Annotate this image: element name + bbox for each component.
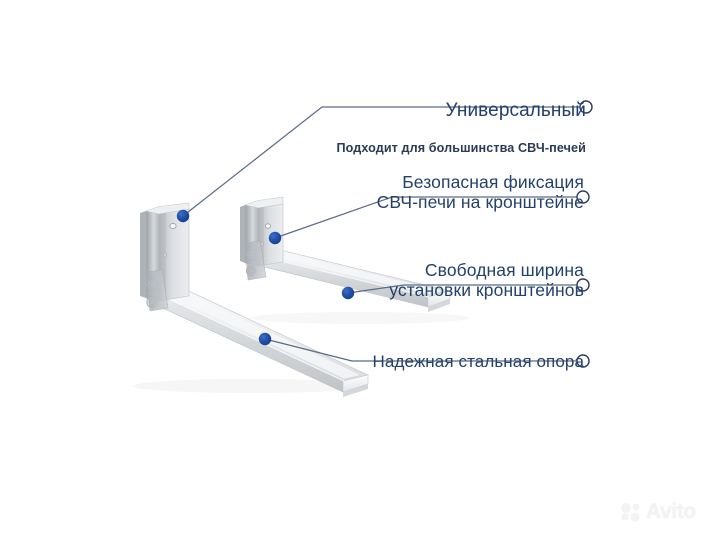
callout-universal: Универсальный Подходит для большинства С… [336,82,586,173]
callout-universal-title: Универсальный [445,99,586,121]
anchor-dot-free-width [341,286,355,300]
end-ring-free-width [576,278,590,292]
end-ring-safe-fixation [576,190,590,204]
callout-safe-fixation: Безопасная фиксация СВЧ-печи на кронштей… [377,155,584,230]
leader-line-safe-fixation [274,196,577,239]
avito-watermark: Avito [620,500,696,524]
end-ring-universal [579,100,593,114]
callout-anchor-dots [176,209,355,346]
bracket-left [140,202,370,397]
end-ring-steel-support [576,354,590,368]
avito-logo-icon [621,503,640,522]
callout-safe-fixation-title: Безопасная фиксация СВЧ-печи на кронштей… [376,171,584,212]
wall-plate-left [140,202,190,312]
anchor-dot-safe-fixation [268,231,282,245]
leader-line-free-width [347,284,577,294]
callout-free-width: Свободная ширина установки кронштейнов [389,243,584,318]
callout-leaders [182,106,580,362]
callout-steel-support-title: Надежная стальная опора [372,351,584,371]
callout-end-rings [576,100,593,368]
support-arm-left [150,285,370,397]
leader-line-universal [182,106,580,217]
avito-wordmark: Avito [646,500,696,523]
anchor-dot-steel-support [258,332,272,346]
callout-free-width-title: Свободная ширина установки кронштейнов [389,259,584,300]
callout-steel-support: Надежная стальная опора [373,334,584,389]
anchor-dot-universal [176,209,190,223]
callout-universal-subtitle: Подходит для большинства СВЧ-печей [336,141,586,156]
leader-line-steel-support [264,338,577,362]
